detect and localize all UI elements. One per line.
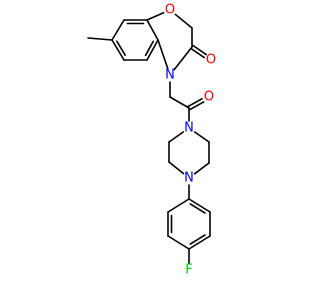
bond-a1-a2: [111, 19, 125, 41]
bond-b1-b2: [167, 198, 190, 213]
bond-b4-b5: [188, 235, 211, 250]
bond-a3-o1: [146, 11, 165, 21]
atom-label-n1: N: [165, 68, 175, 83]
bond-n2-p1: [193, 131, 210, 143]
bond-n1-a4: [157, 39, 169, 70]
bond-a4-a5-inner: [144, 40, 155, 57]
bond-p2-n3: [193, 162, 210, 175]
bond-ck-o3-b: [187, 97, 203, 108]
bond-c3-o2-b: [192, 44, 208, 56]
bond-a6-a1-inner: [116, 40, 127, 56]
bond-o1-c2: [174, 13, 193, 29]
atom-label-o3: O: [204, 90, 214, 105]
atom-label-o2: O: [206, 53, 216, 68]
bond-me-a1: [87, 37, 113, 41]
bond-b6-b1: [188, 198, 211, 213]
atom-label-n2: N: [184, 121, 194, 136]
atom-label-o1: O: [165, 3, 175, 18]
bond-a6-a1: [111, 39, 125, 61]
bond-ck-o3-a: [189, 101, 205, 111]
bond-p4-n2: [168, 131, 185, 143]
bond-n3-p3: [168, 161, 185, 175]
bond-a4-a5: [146, 39, 159, 61]
atom-label-n3: N: [184, 171, 194, 186]
bond-c3-o2-a: [190, 47, 206, 59]
bond-b6-b1-inner: [189, 203, 206, 214]
bond-ch2-ck: [169, 96, 190, 109]
bond-b4-b5-inner: [189, 234, 206, 245]
atom-label-f1: F: [185, 263, 192, 278]
atom-labels: O N O O N N F: [165, 3, 216, 278]
bond-a3-a4: [146, 19, 159, 41]
molecule-structure: O N O O N N F: [87, 3, 216, 278]
bond-lines: [87, 11, 211, 264]
bond-b3-b4: [167, 235, 190, 250]
bond-c3-n1: [173, 46, 193, 71]
